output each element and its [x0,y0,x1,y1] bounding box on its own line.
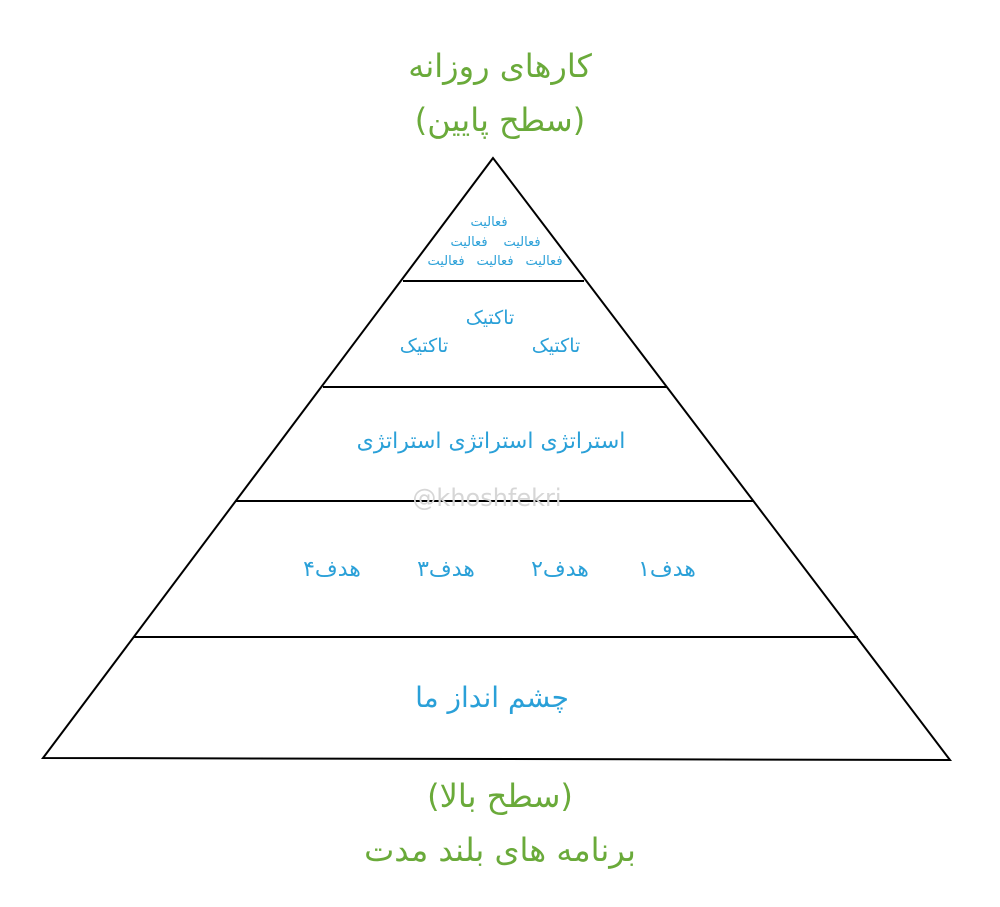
level-goals: هدف۱ هدف۲ هدف۳ هدف۴ [303,557,696,582]
activity-label: فعالیت [470,215,507,230]
level-tactics: تاکتیک تاکتیک تاکتیک [400,307,581,357]
goal-label: هدف۴ [303,557,361,582]
top-title: کارهای روزانه [408,47,592,85]
activity-label: فعالیت [503,235,540,250]
vision-label: چشم انداز ما [415,681,569,714]
top-subtitle: (سطح پایین) [414,101,586,139]
tactic-label: تاکتیک [400,335,449,357]
pyramid-outline [41,156,953,762]
tactic-label: تاکتیک [466,307,515,329]
bottom-subtitle: (سطح بالا) [427,777,573,815]
strategies-label: استراتژی استراتژی استراتژی [357,429,626,454]
activity-label: فعالیت [427,254,464,269]
activity-label: فعالیت [525,254,562,269]
activity-label: فعالیت [450,235,487,250]
goal-label: هدف۱ [638,557,696,582]
bottom-title: برنامه های بلند مدت [364,831,636,869]
goal-label: هدف۳ [417,557,475,582]
tactic-label: تاکتیک [532,335,581,357]
goal-label: هدف۲ [531,557,589,582]
activity-label: فعالیت [476,254,513,269]
level-activities: فعالیت فعالیت فعالیت فعالیت فعالیت فعالی… [427,215,562,269]
watermark: @khoshfekri [412,484,561,512]
